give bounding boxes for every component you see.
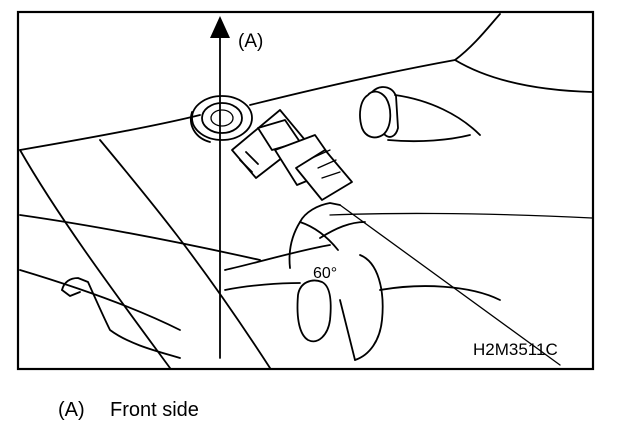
caption-key: (A) bbox=[58, 399, 85, 421]
angle-label: 60° bbox=[313, 265, 337, 282]
front-direction-arrow bbox=[210, 16, 230, 359]
figure-frame bbox=[16, 10, 595, 371]
connector-and-hand bbox=[288, 202, 384, 361]
caption: (A) Front side bbox=[58, 398, 199, 422]
lower-bracket bbox=[61, 277, 181, 359]
caption-text: Front side bbox=[110, 399, 199, 421]
arrow-label: (A) bbox=[238, 31, 263, 52]
angle-arc bbox=[319, 221, 366, 239]
bulb-assembly bbox=[231, 109, 353, 201]
body-panel-lines bbox=[19, 13, 593, 369]
figure-code: H2M3511C bbox=[473, 340, 558, 359]
headlight-socket bbox=[190, 95, 253, 143]
adjuster-knob bbox=[359, 86, 399, 139]
